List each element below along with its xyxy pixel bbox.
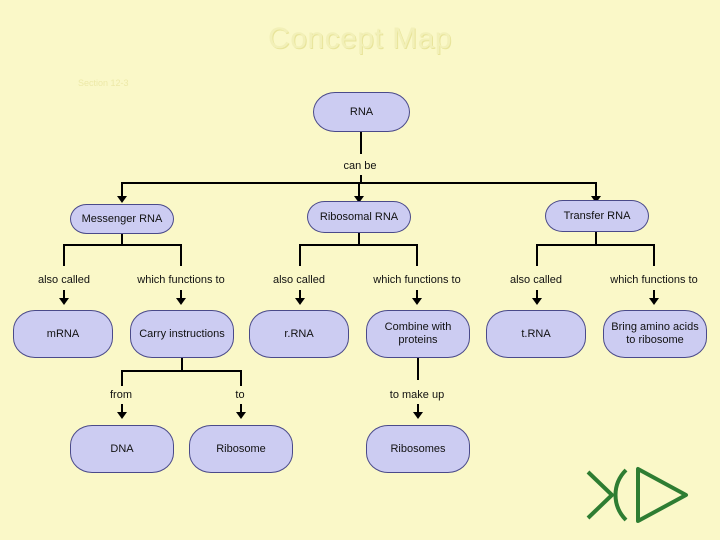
arrow-b1-left [59, 298, 69, 305]
connector-b2-bus [299, 244, 417, 246]
node-label: Ribosomes [390, 442, 446, 455]
link-label-can-be: can be [343, 160, 377, 172]
arrow-branch1 [117, 196, 127, 203]
arrow-chevron-logo [586, 467, 688, 523]
connector-b1sub-left-2 [121, 404, 123, 412]
connector-root-stem-2 [360, 175, 362, 182]
connector-branch3-drop [595, 182, 597, 196]
arrow-b1-right [176, 298, 186, 305]
link-label-to: to [235, 389, 245, 401]
connector-b1sub-bus [121, 370, 241, 372]
connector-b1-right-2 [180, 290, 182, 298]
node-label: Messenger RNA [81, 212, 163, 225]
link-label-from: from [110, 389, 132, 401]
connector-branch1-drop [121, 182, 123, 196]
node-label: Ribosomal RNA [319, 210, 399, 223]
node-ribosome[interactable]: Ribosome [189, 425, 293, 473]
connector-root-stem [360, 132, 362, 154]
connector-b3-bus [536, 244, 654, 246]
connector-branch2-drop [358, 182, 360, 196]
connector-b2-right [416, 244, 418, 266]
node-label: RNA [349, 105, 374, 118]
link-label-to-make-up: to make up [389, 389, 445, 401]
arrow-b3-right [649, 298, 659, 305]
connector-b3-stem [595, 232, 597, 244]
connector-b3-left-2 [536, 290, 538, 298]
connector-b3-right-2 [653, 290, 655, 298]
node-messenger-rna[interactable]: Messenger RNA [70, 204, 174, 234]
connector-b1sub-left [121, 370, 123, 386]
arrow-b2-right [412, 298, 422, 305]
arrow-to-make-up [413, 412, 423, 419]
node-trna[interactable]: t.RNA [486, 310, 586, 358]
node-combine-with-proteins[interactable]: Combine with proteins [366, 310, 470, 358]
connector-b3-left [536, 244, 538, 266]
page-title: Concept Map [268, 22, 452, 55]
node-label: DNA [110, 442, 134, 455]
arrow-b3-left [532, 298, 542, 305]
connector-b1sub-stem [181, 358, 183, 370]
link-label-b3-left: also called [510, 274, 562, 286]
node-rrna[interactable]: r.RNA [249, 310, 349, 358]
node-ribosomal-rna[interactable]: Ribosomal RNA [307, 201, 411, 233]
node-dna[interactable]: DNA [70, 425, 174, 473]
node-ribosomes[interactable]: Ribosomes [366, 425, 470, 473]
link-label-b2-right: which functions to [373, 274, 461, 286]
arrow-branch2 [354, 196, 364, 203]
connector-b2-stem [358, 233, 360, 244]
connector-b1sub-right [240, 370, 242, 386]
arrow-from [117, 412, 127, 419]
arrow-branch3 [591, 196, 601, 203]
node-rna[interactable]: RNA [313, 92, 410, 132]
node-label: Carry instructions [139, 327, 225, 340]
link-label-b2-left: also called [273, 274, 325, 286]
node-bring-amino-acids[interactable]: Bring amino acids to ribosome [603, 310, 707, 358]
node-transfer-rna[interactable]: Transfer RNA [545, 200, 649, 232]
node-label: Ribosome [216, 442, 266, 455]
arrow-to [236, 412, 246, 419]
connector-b2-left-2 [299, 290, 301, 298]
connector-b1-bus [63, 244, 181, 246]
connector-b1-left [63, 244, 65, 266]
connector-b1-stem [121, 234, 123, 244]
node-mrna[interactable]: mRNA [13, 310, 113, 358]
link-label-b1-right: which functions to [137, 274, 225, 286]
connector-b1-right [180, 244, 182, 266]
node-label: t.RNA [521, 327, 551, 340]
connector-b1sub-right-2 [240, 404, 242, 412]
connector-b1-left-2 [63, 290, 65, 298]
section-label: Section 12-3 [78, 78, 129, 88]
link-label-b1-left: also called [38, 274, 90, 286]
connector-b3-right [653, 244, 655, 266]
node-label: Combine with proteins [384, 321, 452, 346]
connector-b2-right-2 [416, 290, 418, 298]
node-carry-instructions[interactable]: Carry instructions [130, 310, 234, 358]
node-label: Transfer RNA [563, 209, 631, 222]
arrow-b2-left [295, 298, 305, 305]
connector-b2sub-stem-2 [417, 404, 419, 412]
connector-b2sub-stem [417, 358, 419, 380]
node-label: r.RNA [284, 327, 314, 340]
node-label: Bring amino acids to ribosome [611, 321, 699, 346]
link-label-b3-right: which functions to [610, 274, 698, 286]
connector-b2-left [299, 244, 301, 266]
node-label: mRNA [46, 327, 80, 340]
